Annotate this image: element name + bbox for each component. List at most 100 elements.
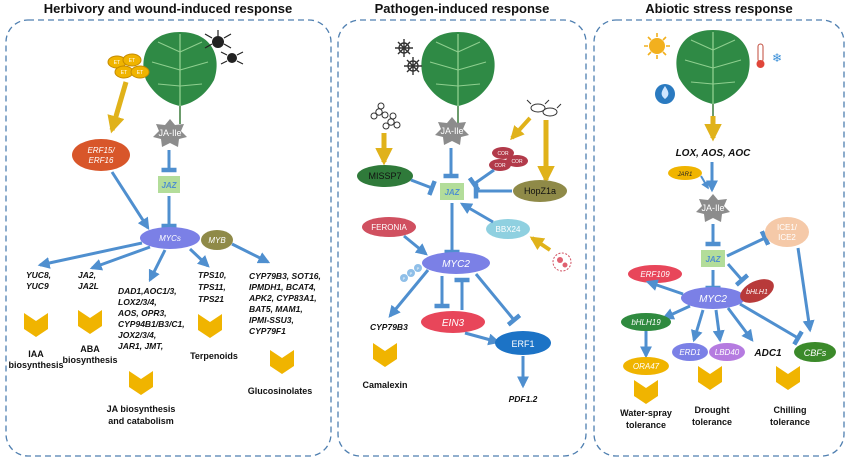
chevron-icon — [198, 314, 222, 338]
myb-label: MYB — [208, 236, 226, 245]
cbfs-node — [794, 342, 836, 362]
gene-tps10: TPS10, — [198, 270, 226, 280]
snowflake-icon: ❄ — [772, 51, 782, 65]
chevron-icon — [78, 310, 102, 334]
gene-lox: LOX2/3/4, — [118, 297, 157, 307]
gene-cyp79b3: CYP79B3 — [370, 322, 408, 332]
myc2-label: MYC2 — [699, 294, 727, 305]
myc-to-yuc-arrow — [37, 241, 143, 269]
fungi-icon — [370, 102, 389, 120]
bbx24-label: BBX24 — [496, 225, 521, 234]
gene-cyp79b3: CYP79B3, SOT16, — [249, 271, 321, 281]
erf1-node — [495, 331, 551, 355]
herbivory-panel: ET ET ET ET JA-Ile ERF15/ ERF16 JAZ MYCs… — [8, 30, 321, 426]
leaf-icon — [142, 31, 218, 125]
feronia-node — [362, 217, 416, 237]
et-label: ET — [121, 70, 127, 76]
bbx24-jaz-arrow — [459, 202, 494, 224]
pathogen-panel: JA-Ile COR COR COR MISSP7 HopZ1a JAZ FER… — [357, 31, 572, 404]
lbd40-node — [709, 343, 745, 361]
erd1-node — [672, 343, 708, 361]
p-label: P — [410, 271, 413, 276]
out-iaa: IAA — [28, 349, 44, 359]
myc2-bhlh19-arrow — [661, 304, 691, 320]
panel-abiotic-frame — [593, 19, 845, 457]
gene-cyp79f1: CYP79F1 — [249, 326, 286, 336]
missp7-label: MISSP7 — [368, 171, 401, 181]
gene-tps21: TPS21 — [198, 294, 224, 304]
hopz1a-label: HopZ1a — [524, 186, 556, 196]
myc2-node — [681, 287, 745, 309]
out-aba: ABA — [80, 344, 100, 354]
myc2-erd1-arrow — [691, 309, 705, 343]
jaile-label: JA-Ile — [701, 203, 724, 213]
gene-ja2: JA2, — [78, 270, 96, 280]
cor-molecules: COR COR COR — [489, 147, 528, 171]
out-chilling-2: tolerance — [770, 417, 810, 427]
jaz-node — [701, 250, 725, 267]
chevron-icon — [270, 350, 294, 374]
jar1-label: JAR1 — [677, 172, 693, 178]
gene-ipmdh1: IPMDH1, BCAT4, — [249, 282, 316, 292]
myc2-cbfs-inhibit — [739, 302, 804, 346]
myc2-cyp-arrow — [388, 269, 430, 318]
chevron-icon — [698, 366, 722, 390]
ora47-label: ORA47 — [633, 362, 660, 371]
erf-myc-arrow — [110, 171, 150, 231]
cbfs-label: CBFs — [804, 348, 827, 358]
gene-tps11: TPS11, — [198, 282, 226, 292]
ein3-erf1-arrow — [464, 331, 501, 346]
chevron-icon — [373, 343, 397, 367]
jaz-node — [158, 176, 180, 193]
cor-label: COR — [497, 151, 509, 157]
bhlh1-node — [740, 279, 774, 303]
p-node — [407, 269, 415, 277]
jaz-label: JAZ — [161, 181, 177, 190]
pathogen-icon — [403, 56, 423, 76]
ein3-node — [421, 311, 485, 333]
p-node — [400, 274, 408, 282]
erf15-node — [72, 139, 130, 171]
chevron-icon — [24, 313, 48, 337]
chevron-icon — [634, 380, 658, 404]
p-label: P — [417, 266, 420, 271]
out-aba-2: biosynthesis — [62, 355, 117, 365]
gene-ja2l: JA2L — [78, 281, 99, 291]
out-glucosinolates: Glucosinolates — [248, 386, 313, 396]
myc2-node — [422, 252, 490, 274]
abiotic-panel: ❄ LOX, AOS, AOC JAR1 JA-Ile JAZ ICE1/ IC… — [620, 29, 836, 430]
gene-apk2: APK2, CYP83A1, — [248, 293, 317, 303]
panel-herbivory-frame — [5, 19, 332, 457]
gene-cyp94: CYP94B1/B3/C1, — [118, 319, 185, 329]
gene-bat5: BAT5, MAM1, — [249, 304, 303, 314]
p-node — [414, 264, 422, 272]
myc2-erf109-arrow — [645, 279, 684, 296]
myc2-erf1-inhibit — [474, 273, 522, 327]
mycs-node — [140, 227, 200, 249]
fungi-icon — [382, 112, 401, 130]
out-ja: JA biosynthesis — [107, 404, 176, 414]
pathogen-icon — [394, 38, 414, 58]
cor-label: COR — [494, 163, 506, 169]
ora47-node — [623, 357, 669, 375]
gene-dad1: DAD1,AOC1/3, — [118, 286, 177, 296]
out-water: Water-spray — [620, 408, 672, 418]
bhlh1-label: bHLH1 — [746, 289, 768, 296]
ice-cbfs-arrow — [796, 247, 815, 333]
jaile-label: JA-Ile — [440, 126, 463, 136]
bhlh19-label: bHLH19 — [631, 318, 661, 327]
et-to-erf-arrow — [107, 81, 129, 134]
et-label: ET — [129, 58, 135, 64]
gene-aos: AOS, OPR3, — [117, 308, 167, 318]
out-camalexin: Camalexin — [362, 380, 407, 390]
jaz-bhlh1-inhibit — [726, 263, 750, 287]
et-label: ET — [114, 60, 120, 66]
ice-node — [765, 217, 809, 247]
gene-lox: LOX, AOS, AOC — [676, 148, 752, 159]
et-molecules: ET ET ET ET — [107, 53, 150, 79]
chevron-icon — [129, 371, 153, 395]
erf15-label: ERF15/ — [87, 146, 115, 155]
thermometer-cold-icon: ❄ — [756, 43, 782, 68]
insect-icon — [204, 30, 244, 65]
gene-yuc9: YUC9 — [26, 281, 49, 291]
